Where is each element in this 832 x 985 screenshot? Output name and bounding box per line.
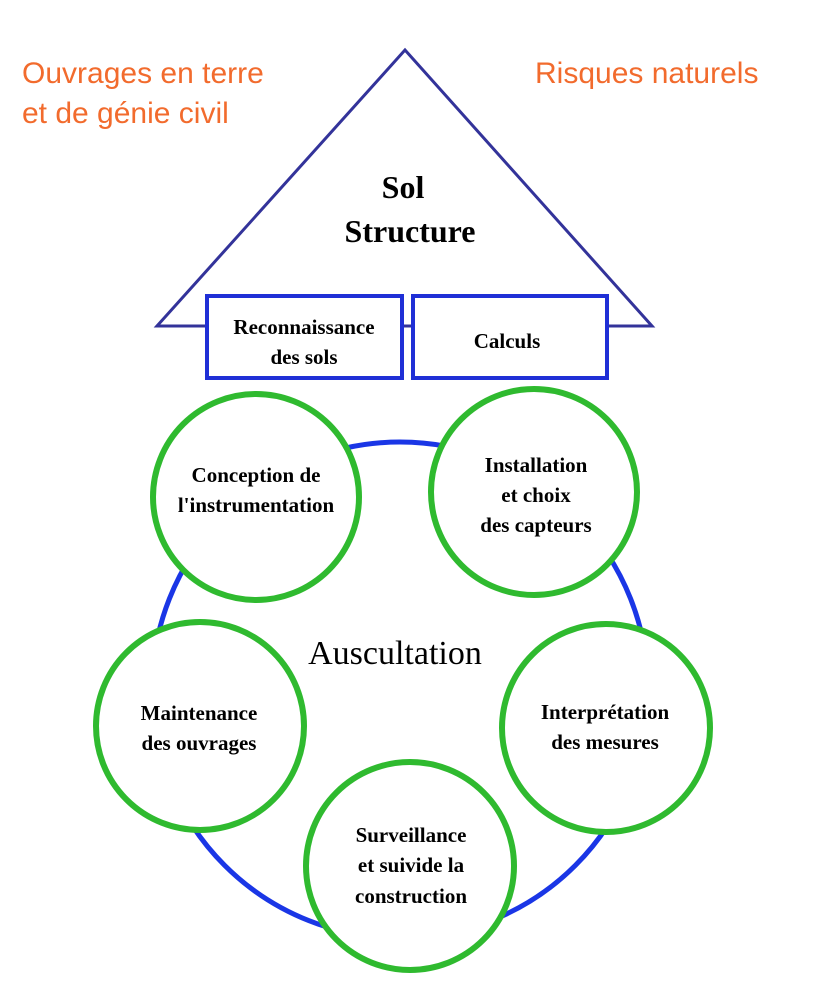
step-line: construction <box>355 884 467 908</box>
step-line: des capteurs <box>480 513 591 537</box>
house-roof <box>153 47 656 328</box>
step-conception-instrumentation: Conception de l'instrumentation <box>150 391 362 603</box>
box-line: Calculs <box>474 329 541 353</box>
label-earthworks-civil-engineering: Ouvrages en terre et de génie civil <box>22 54 264 134</box>
step-circle <box>150 391 362 603</box>
step-maintenance-ouvrages: Maintenance des ouvrages <box>93 619 307 833</box>
label-natural-hazards: Risques naturels <box>535 54 758 94</box>
box-frame <box>411 294 609 380</box>
step-line: des ouvrages <box>142 731 257 755</box>
box-calculs: Calculs <box>411 294 609 380</box>
label-line: Risques naturels <box>535 57 759 90</box>
step-line: des mesures <box>551 730 659 754</box>
step-line: et suivide la <box>358 853 465 877</box>
center-label-auscultation: Auscultation <box>308 635 482 672</box>
roof-label-structure: Structure <box>345 213 476 249</box>
step-line: Interprétation <box>541 700 670 724</box>
step-installation-capteurs: Installation et choix des capteurs <box>428 386 640 598</box>
step-line: Maintenance <box>141 701 258 725</box>
roof-label-sol: Sol <box>382 169 425 205</box>
step-line: Conception de <box>192 463 321 487</box>
step-line: Surveillance <box>356 823 467 847</box>
step-surveillance-construction: Surveillance et suivide la construction <box>303 759 517 973</box>
box-reconnaissance-des-sols: Reconnaissance des sols <box>205 294 404 380</box>
box-line: Reconnaissance <box>233 315 374 339</box>
label-line: Ouvrages en terre <box>22 57 264 90</box>
step-circle <box>303 759 517 973</box>
step-circle <box>93 619 307 833</box>
box-line: des sols <box>270 345 337 369</box>
step-line: l'instrumentation <box>178 493 335 517</box>
box-frame <box>205 294 404 380</box>
label-line: et de génie civil <box>22 97 229 130</box>
step-line: et choix <box>501 483 571 507</box>
step-circle <box>499 621 713 835</box>
step-interpretation-mesures: Interprétation des mesures <box>499 621 713 835</box>
step-circle <box>428 386 640 598</box>
step-line: Installation <box>485 453 588 477</box>
